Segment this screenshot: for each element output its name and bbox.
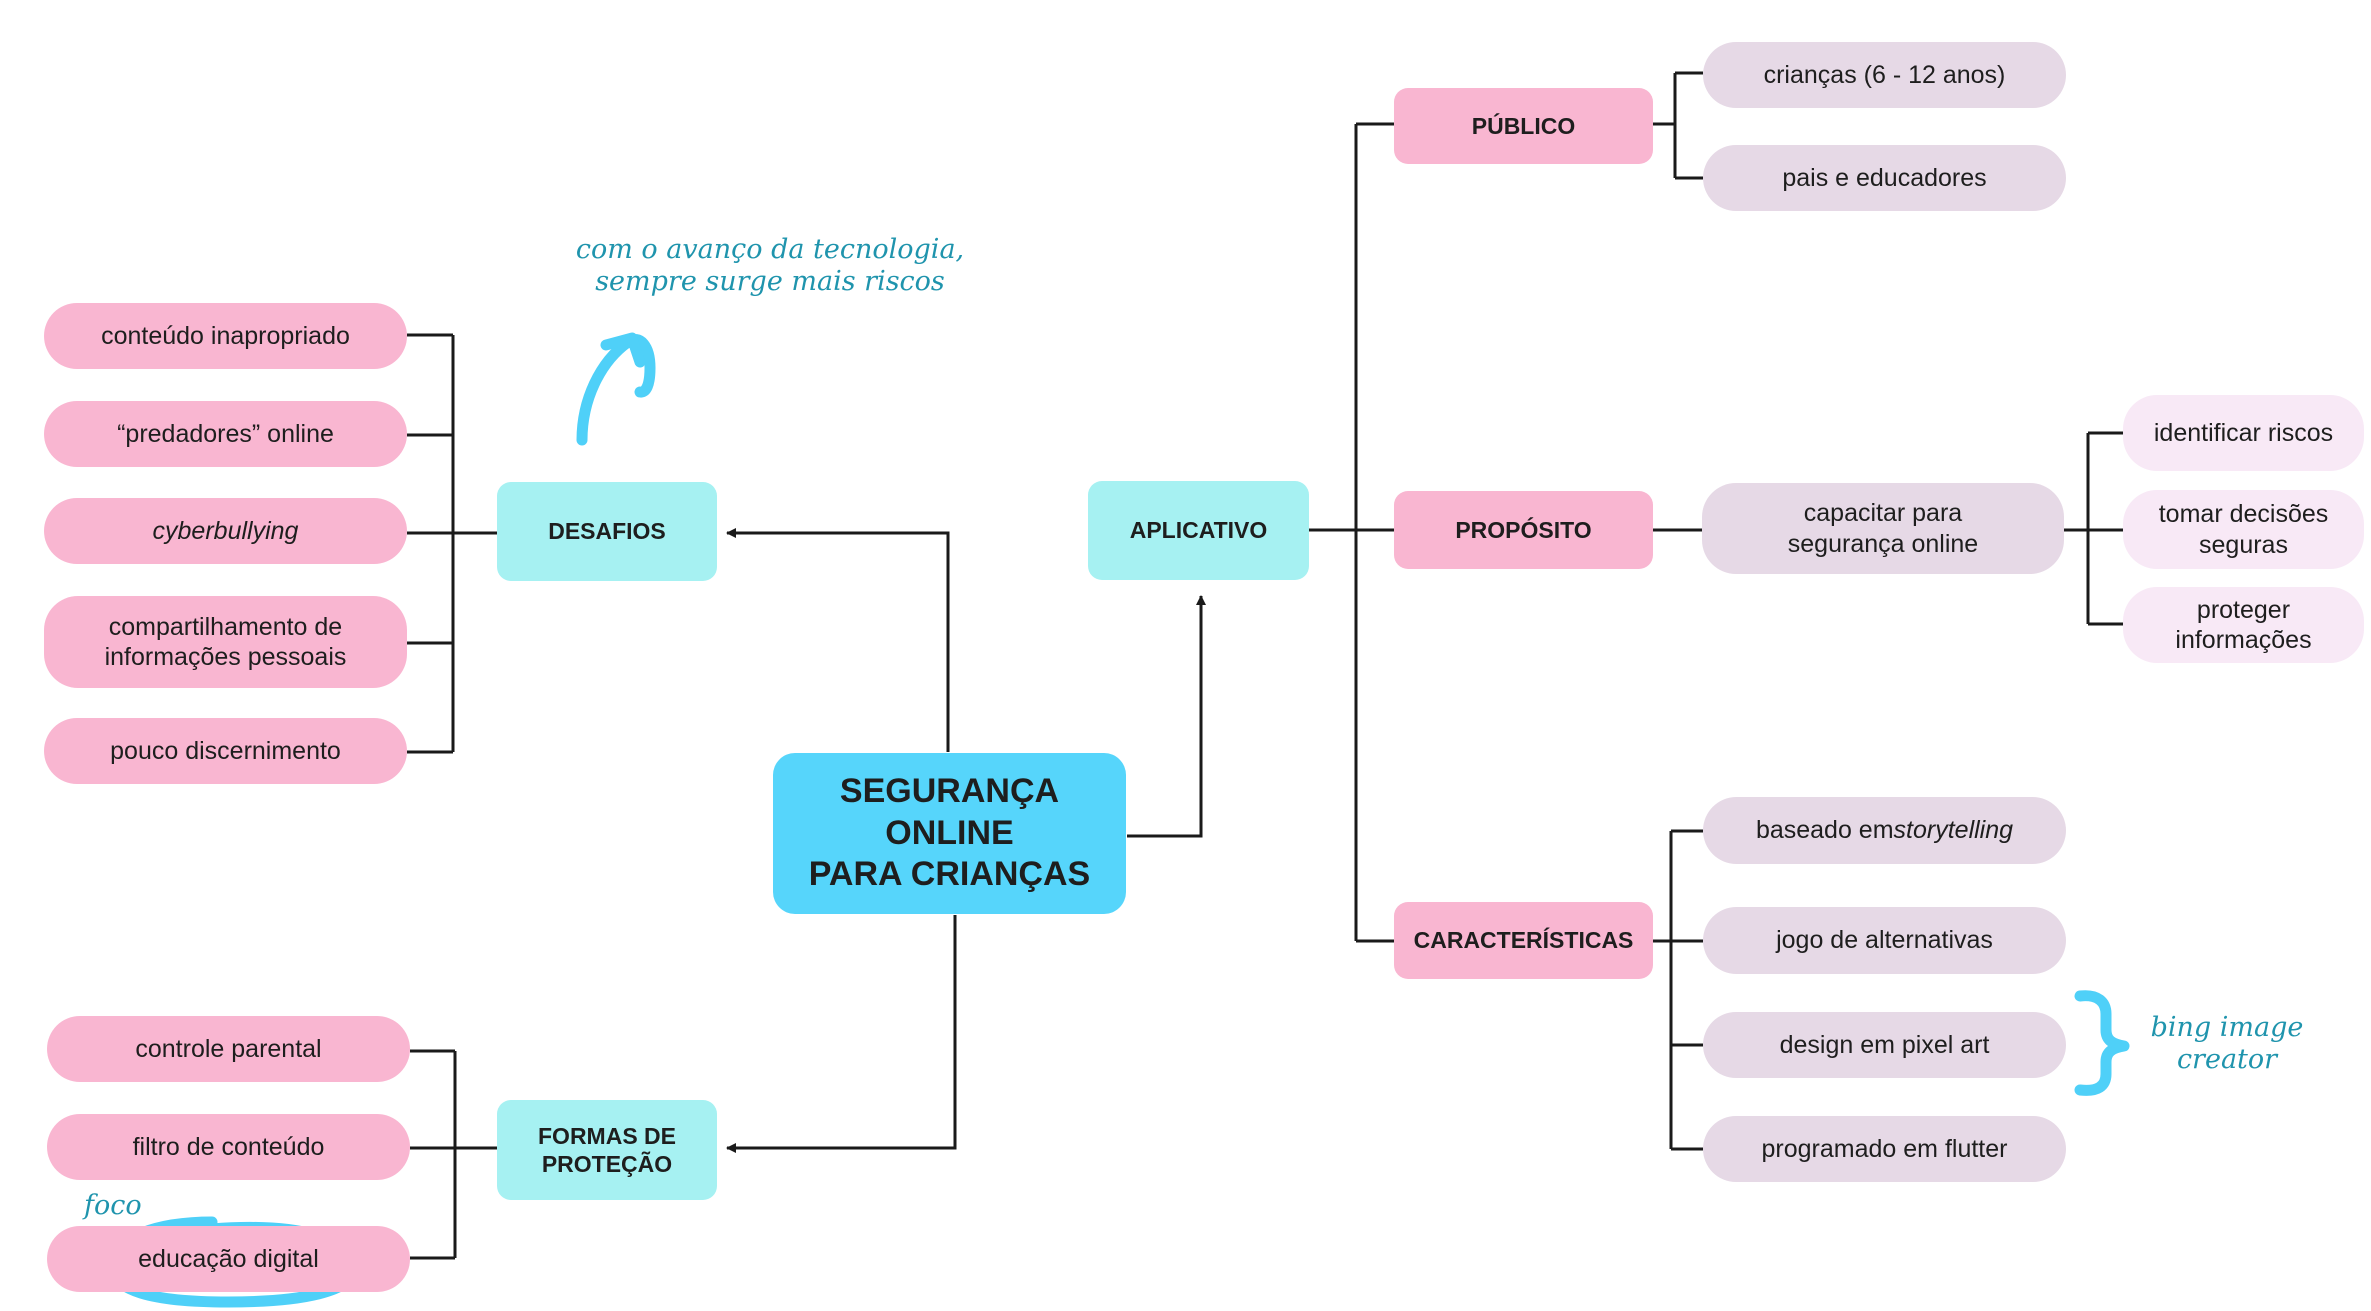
desafio-item: compartilhamento de informações pessoais [44, 596, 407, 688]
connector-formas-items [410, 1049, 497, 1260]
annotation-foco: foco [84, 1190, 142, 1221]
connector-proposito-items [1653, 431, 2123, 626]
connector-center-desafios [726, 528, 950, 752]
caracteristica-item: programado em flutter [1703, 1116, 2066, 1182]
desafio-item: “predadores” online [44, 401, 407, 467]
caracteristica-item: baseado em storytelling [1703, 797, 2066, 864]
protecao-item: controle parental [47, 1016, 410, 1082]
category-formas-de-protecao: FORMAS DE PROTEÇÃO [497, 1100, 717, 1200]
publico-item: crianças (6 - 12 anos) [1703, 42, 2066, 108]
desafio-item: pouco discernimento [44, 718, 407, 784]
category-proposito: PROPÓSITO [1394, 491, 1653, 569]
desafio-item: conteúdo inapropriado [44, 303, 407, 369]
brace-mark [2074, 990, 2130, 1096]
protecao-item: filtro de conteúdo [47, 1114, 410, 1180]
connector-aplicativo-categories [1309, 122, 1394, 943]
connector-caracteristicas-items [1653, 829, 1703, 1151]
annotation-bing: bing image creator [2150, 1012, 2304, 1076]
proposito-subitem: proteger informações [2123, 587, 2364, 663]
category-desafios: DESAFIOS [497, 482, 717, 581]
connector-center-formas [726, 915, 957, 1153]
caracteristica-item: design em pixel art [1703, 1012, 2066, 1078]
protecao-item: educação digital [47, 1226, 410, 1292]
proposito-item: capacitar para segurança online [1702, 483, 2064, 574]
category-caracteristicas: CARACTERÍSTICAS [1394, 902, 1653, 979]
publico-item: pais e educadores [1703, 145, 2066, 211]
proposito-subitem: identificar riscos [2123, 395, 2364, 471]
category-publico: PÚBLICO [1394, 88, 1653, 164]
storytelling-term: storytelling [1893, 816, 2014, 845]
connector-center-aplicativo [1127, 595, 1206, 838]
desafio-item: cyberbullying [44, 498, 407, 564]
category-aplicativo: APLICATIVO [1088, 481, 1309, 580]
connector-publico-items [1653, 71, 1703, 180]
central-topic: SEGURANÇA ONLINE PARA CRIANÇAS [773, 753, 1126, 914]
arrow-tip-mark [600, 332, 646, 368]
proposito-subitem: tomar decisões seguras [2123, 490, 2364, 569]
caracteristica-item: jogo de alternativas [1703, 907, 2066, 974]
connector-desafios-items [407, 333, 497, 754]
annotation-tecnologia: com o avanço da tecnologia, sempre surge… [575, 234, 965, 298]
caracteristica-text: baseado em [1755, 816, 1894, 845]
